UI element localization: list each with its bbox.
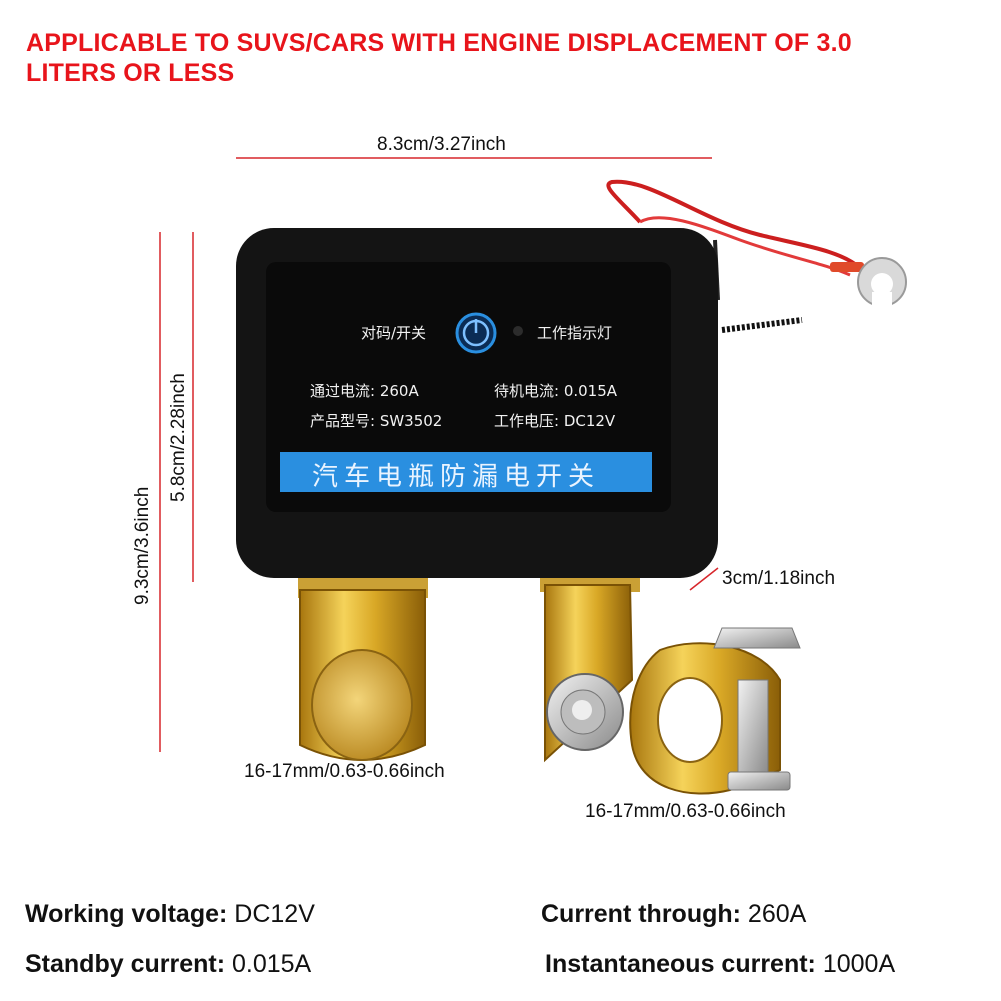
spec-instantaneous-current: Instantaneous current: 1000A (545, 950, 895, 979)
panel-model: 产品型号: SW3502 (310, 412, 443, 430)
spec-instantaneous-label: Instantaneous current: (545, 950, 816, 978)
right-terminal-dimension-label: 16-17mm/0.63-0.66inch (585, 801, 786, 822)
spec-current-through-value: 260A (747, 900, 807, 928)
total-height-dimension-label: 9.3cm/3.6inch (132, 486, 153, 605)
spec-standby-label: Standby current: (25, 950, 226, 978)
left-terminal-dimension-label: 16-17mm/0.63-0.66inch (244, 761, 445, 782)
spec-standby-value: 0.015A (231, 950, 312, 978)
panel-current-pass: 通过电流: 260A (310, 382, 419, 400)
pair-switch-label: 对码/开关 (361, 324, 427, 342)
panel-banner: 汽车电瓶防漏电开关 (312, 462, 601, 492)
terminal-length-dimension-label: 3cm/1.18inch (722, 568, 836, 589)
panel-voltage: 工作电压: DC12V (494, 412, 616, 430)
spec-instantaneous-value: 1000A (822, 950, 896, 978)
spec-current-through: Current through: 260A (541, 900, 806, 929)
headline: APPLICABLE TO SUVS/CARS WITH ENGINE DISP… (26, 29, 852, 87)
switch-body (236, 228, 718, 578)
right-terminal (540, 562, 801, 795)
spec-working-voltage-label: Working voltage: (25, 900, 228, 928)
spec-current-through-label: Current through: (541, 900, 741, 928)
indicator-label: 工作指示灯 (537, 324, 613, 342)
spec-working-voltage: Working voltage: DC12V (25, 900, 315, 929)
spec-working-voltage-value: DC12V (234, 900, 315, 928)
body-height-dimension-label: 5.8cm/2.28inch (168, 373, 189, 502)
spec-standby-current: Standby current: 0.015A (25, 950, 311, 979)
width-dimension-label: 8.3cm/3.27inch (377, 134, 506, 155)
ring-terminal (830, 257, 907, 312)
left-terminal (298, 568, 428, 761)
panel-standby: 待机电流: 0.015A (494, 382, 618, 400)
